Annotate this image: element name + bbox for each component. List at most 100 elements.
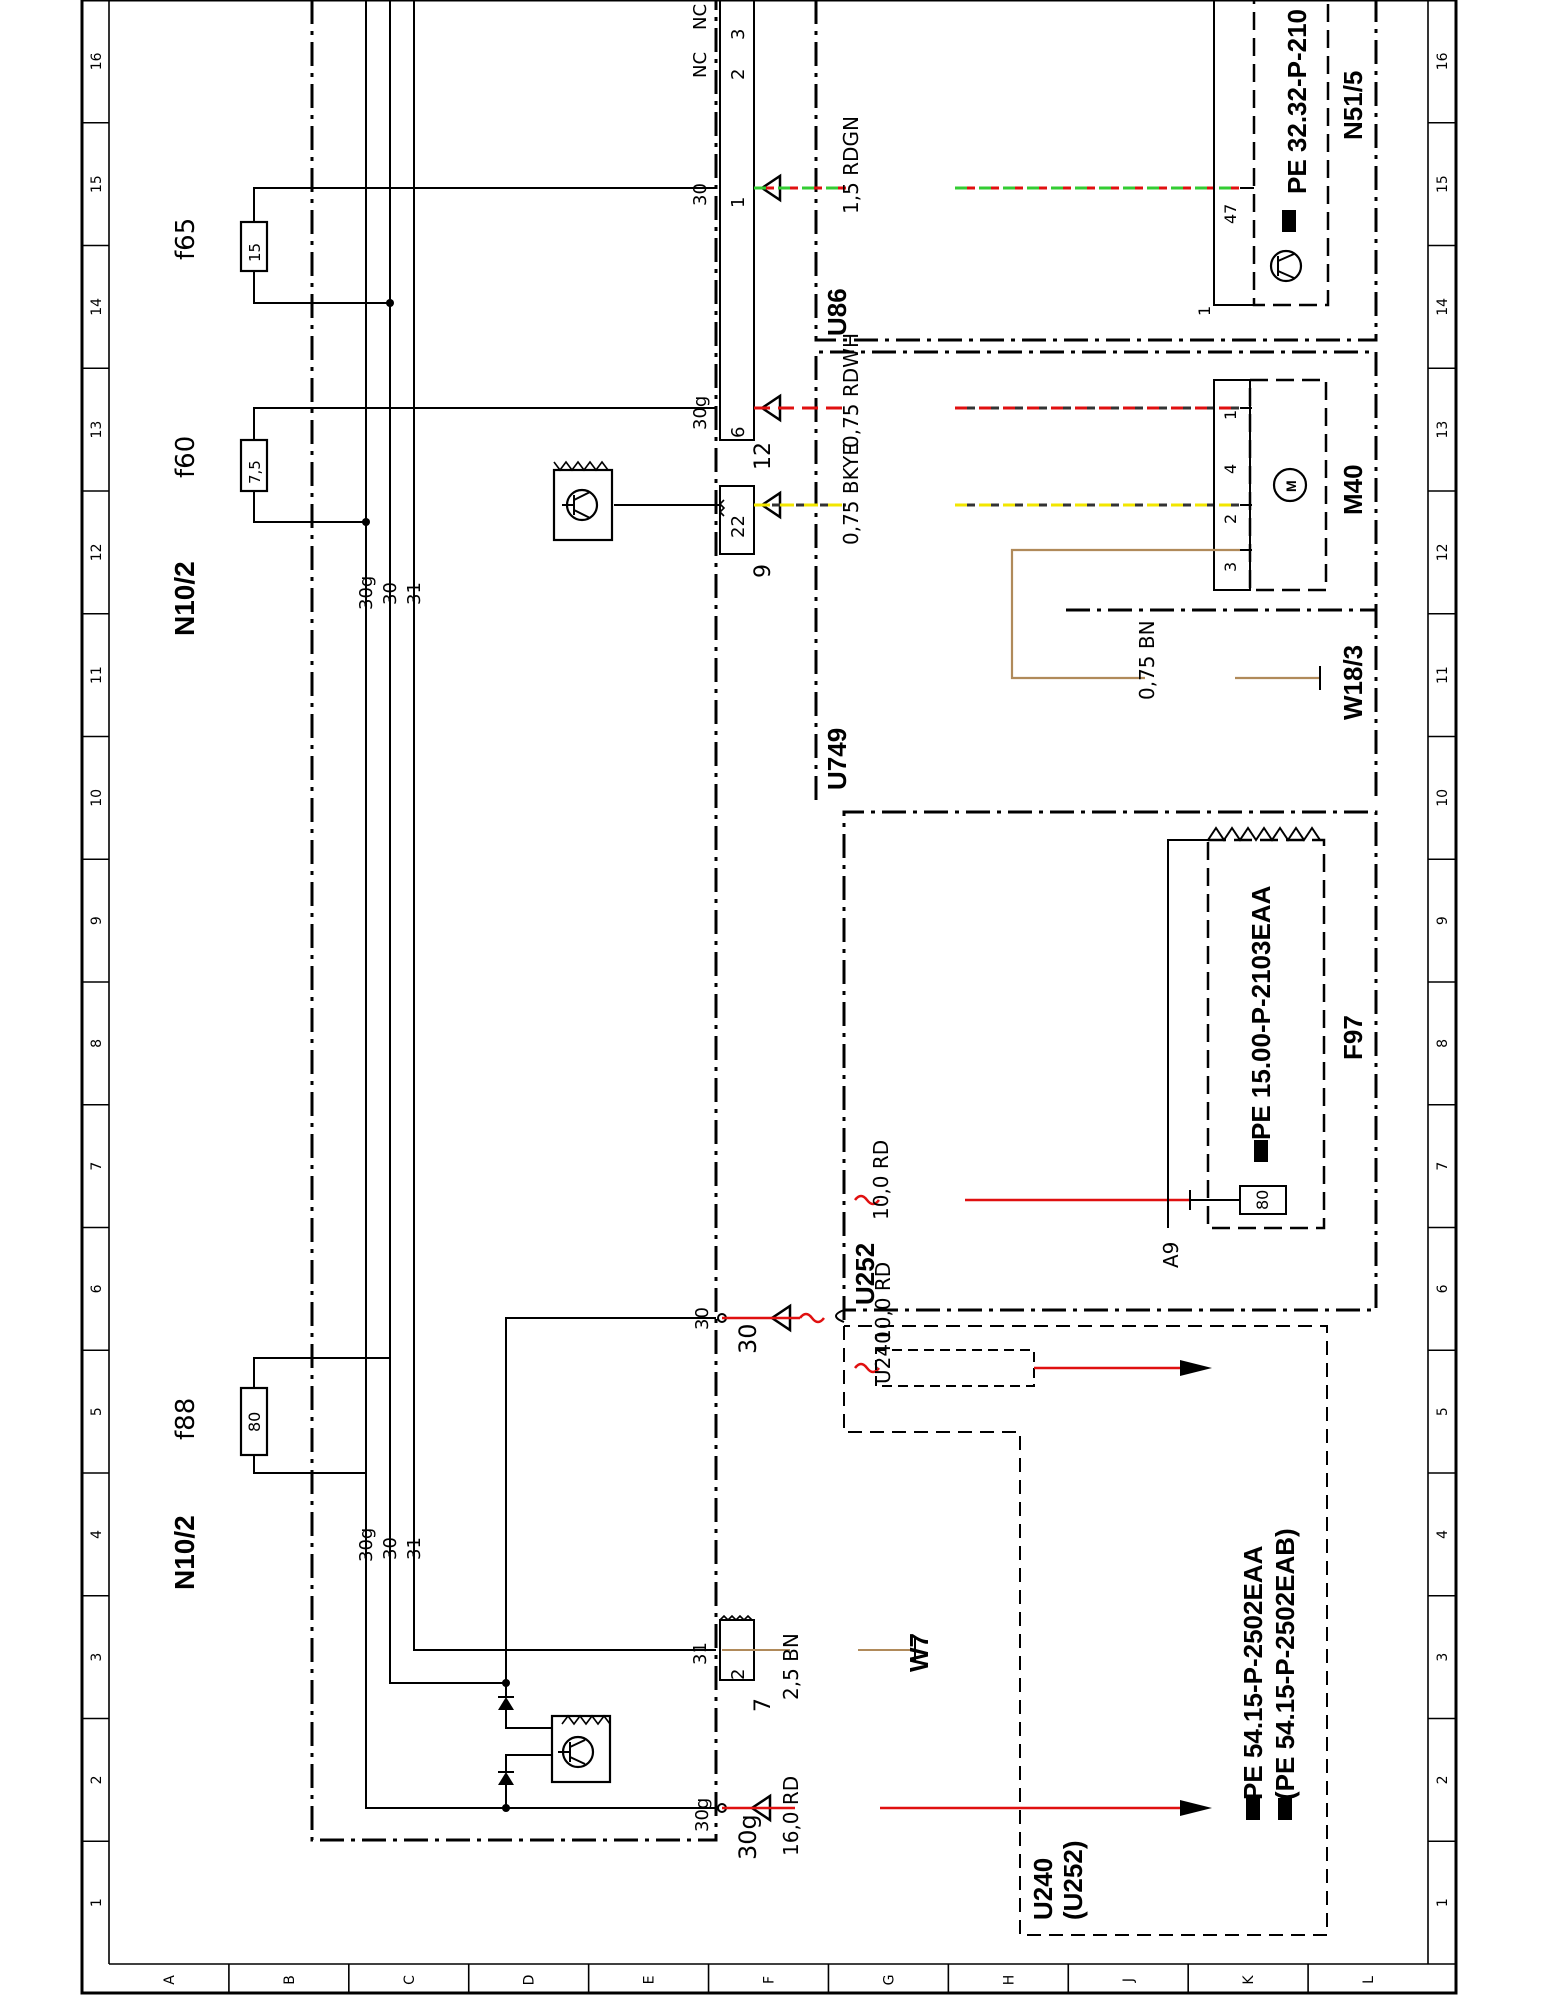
bus-label-30-upper: 30	[380, 582, 401, 605]
region-u86-label: U86	[822, 288, 852, 336]
grid-number-right: 16	[1435, 52, 1451, 70]
pin-30-conn: 30	[734, 1323, 762, 1354]
pe-ref-32: PE 32.32-P-210	[1282, 9, 1312, 194]
conn9-pin: 22	[728, 515, 749, 538]
pin-nc-1: NC	[690, 52, 711, 78]
bus-label-30-lower: 30	[380, 1537, 401, 1560]
wire-rdwh: 0,75 RDWH	[754, 333, 1240, 448]
m40-pin-1: 1	[1221, 410, 1240, 420]
transistor-icon	[552, 460, 614, 542]
wire-u240: 10,0 RD U240	[854, 1262, 1212, 1387]
conn12-pin: 6	[728, 427, 749, 438]
m40-pin-2: 2	[1221, 514, 1240, 524]
pe-ref-54a: PE 54.15-P-2502EAA	[1238, 1545, 1268, 1800]
fuse-f65: 15 f65	[171, 187, 716, 307]
grid-letter: E	[642, 1976, 658, 1985]
grid-number-right: 6	[1435, 1284, 1451, 1293]
fuse-f88-name: f88	[171, 1398, 201, 1440]
interior-sensor-label: N51/5	[1338, 71, 1368, 140]
connector-9: 22 9	[718, 485, 776, 578]
wire-rdgn-label: 1,5 RDGN	[839, 116, 863, 214]
pointing-hand-icon	[1246, 1798, 1260, 1820]
fuse-f65-rating: 15	[246, 243, 264, 262]
svg-text:M: M	[1283, 480, 1299, 492]
wire-f97-feed: 10,0 RD A9 80	[854, 839, 1287, 1268]
wire-rdwh-label: 0,75 RDWH	[839, 333, 863, 448]
pe-reference-54: PE 54.15-P-2502EAA (PE 54.15-P-2502EAB)	[1238, 1528, 1300, 1820]
grid-number-right: 15	[1435, 175, 1451, 193]
grid-number-left: 6	[89, 1284, 105, 1293]
bus-labels-upper: 30g 30 31	[356, 576, 425, 610]
conn-pin-1: 1	[728, 197, 749, 208]
region-u252-label: U252	[850, 1243, 880, 1305]
grid-number-right: 12	[1435, 543, 1451, 561]
m40-pin-4: 4	[1221, 464, 1240, 474]
fan-motor-m40-label: M40	[1338, 464, 1368, 515]
grid-number-right: 11	[1435, 666, 1451, 684]
pe-ref-15: PE 15.00-P-2103EAA	[1246, 885, 1276, 1140]
bus-labels-lower: 30g 30 31	[356, 1528, 425, 1562]
wire-rdgn: 1,5 RDGN	[754, 116, 1240, 214]
conn7-label: 7	[751, 1698, 776, 1712]
grid-number-right: 8	[1435, 1039, 1451, 1048]
motor-icon: M	[1272, 467, 1308, 503]
f97-pin-rating: 80	[1253, 1190, 1272, 1210]
wire-u240-splice: U240	[871, 1331, 895, 1384]
region-u240-label: U240	[1028, 1858, 1058, 1920]
pin-a9: A9	[1159, 1242, 1183, 1268]
drawing-frame	[80, 0, 1458, 1995]
grid-number-left: 8	[89, 1039, 105, 1048]
conn7-pin: 2	[728, 1669, 749, 1680]
wire-u240-label: 10,0 RD	[871, 1262, 895, 1342]
conn9-label: 9	[751, 564, 776, 578]
grid-number-right: 10	[1435, 789, 1451, 807]
fuse-box-f97: PE 15.00-P-2103EAA F97	[1206, 826, 1368, 1230]
sam-label-left: N10/2	[169, 1515, 200, 1590]
fuse-f60-name: f60	[171, 436, 201, 478]
grid-number-right: 5	[1435, 1407, 1451, 1416]
wire-f97-label: 10,0 RD	[869, 1140, 893, 1220]
sam-label-right: N10/2	[169, 561, 200, 636]
m40-pin-3: 3	[1221, 562, 1240, 572]
wire-bn075-label: 0,75 BN	[1135, 620, 1159, 700]
grid-number-right: 3	[1435, 1653, 1451, 1662]
region-u240-outline	[843, 1325, 1328, 1936]
ground-w7-label: W7	[904, 1633, 934, 1672]
pointing-hand-icon	[1278, 1798, 1292, 1820]
wire-30g-feed: 16,0 RD 30g 30g	[692, 1776, 1212, 1860]
grid-letter: F	[762, 1976, 778, 1984]
n51-pin-1: 1	[1195, 306, 1214, 316]
pin-30g-f60: 30g	[690, 396, 711, 430]
grid-letter: L	[1361, 1976, 1377, 1984]
grid-number-left: 15	[89, 175, 105, 193]
grid-number-left: 16	[89, 52, 105, 70]
grid-number-left: 2	[89, 1775, 105, 1784]
grid-number-left: 4	[89, 1530, 105, 1539]
grid-letter: H	[1001, 1975, 1017, 1986]
grid-letter: A	[162, 1975, 178, 1985]
pe-ref-54b: (PE 54.15-P-2502EAB)	[1270, 1528, 1300, 1800]
region-u749-outline	[814, 350, 1378, 800]
fuse-f60-rating: 7,5	[246, 460, 264, 484]
grid-number-left: 3	[89, 1653, 105, 1662]
conn12-label: 12	[751, 442, 776, 470]
grid-number-right: 4	[1435, 1530, 1451, 1539]
interior-sensor-n51: 47 1 PE 32.32-P-210 N51/5	[1195, 0, 1368, 316]
bus-label-30g-upper: 30g	[356, 576, 377, 610]
grid-number-left: 14	[89, 298, 105, 316]
region-u86-outline	[814, 0, 1378, 342]
wire-bn075: 0,75 BN W18/3	[1010, 548, 1368, 720]
grid-number-right: 1	[1435, 1898, 1451, 1907]
grid-number-right: 2	[1435, 1775, 1451, 1784]
internal-transistor-block	[498, 1679, 612, 1812]
transistor-icon	[550, 1714, 612, 1784]
fuse-f88-rating: 80	[245, 1412, 264, 1432]
connector-12: 6 12 2 3 1 NC NC 30g 30	[690, 0, 776, 470]
bus-label-30g-lower: 30g	[356, 1528, 377, 1562]
conn-pin-2: 2	[728, 69, 749, 80]
fuse-f88: 80 f88	[171, 1357, 390, 1474]
region-u252-outline	[842, 810, 1378, 1320]
